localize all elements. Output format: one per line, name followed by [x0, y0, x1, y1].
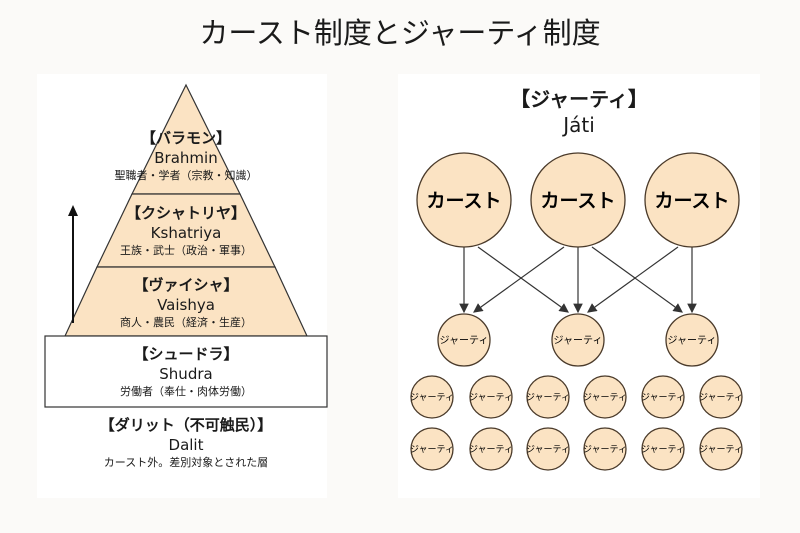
jati-node-small-1-2-label: ジャーティ — [469, 392, 513, 403]
jati-node-mid-1-label: ジャーティ — [440, 336, 489, 347]
tier-brahmin-jp: 【バラモン】 — [140, 129, 231, 147]
caste-node-2: カースト — [530, 152, 626, 248]
jati-node-small-2-5: ジャーティ — [641, 427, 685, 471]
jati-node-mid-1: ジャーティ — [437, 313, 491, 367]
jati-title-jp: 【ジャーティ】 — [510, 87, 648, 111]
jati-node-mid-2-circle — [551, 313, 605, 367]
jati-node-mid-3-circle — [665, 313, 719, 367]
pyramid-tier-shudra-shape — [44, 335, 328, 408]
jati-title: 【ジャーティ】 Játi — [398, 86, 760, 138]
jati-node-small-2-1: ジャーティ — [410, 427, 454, 471]
jati-node-small-1-1-circle — [410, 375, 454, 419]
jati-node-small-1-1: ジャーティ — [410, 375, 454, 419]
tier-vaishya: 【ヴァイシャ】 Vaishya 商人・農民（経済・生産） — [86, 275, 286, 331]
caste-to-jati-arrow-3 — [473, 246, 565, 313]
caste-node-2-circle — [530, 152, 626, 248]
jati-node-small-2-1-circle — [410, 427, 454, 471]
jati-diagram-panel — [398, 74, 760, 498]
jati-node-small-1-6-circle — [699, 375, 743, 419]
jati-node-small-1-4: ジャーティ — [583, 375, 627, 419]
tier-shudra: 【シュードラ】 Shudra 労働者（奉仕・肉体労働） — [86, 344, 286, 400]
jati-node-small-2-3-label: ジャーティ — [526, 444, 570, 455]
tier-shudra-jp: 【シュードラ】 — [133, 345, 239, 363]
jati-node-small-1-6: ジャーティ — [699, 375, 743, 419]
jati-node-small-1-5: ジャーティ — [641, 375, 685, 419]
page-title: カースト制度とジャーティ制度 — [199, 16, 601, 50]
jati-node-mid-2: ジャーティ — [551, 313, 605, 367]
tier-kshatriya-jp: 【クシャトリヤ】 — [125, 204, 246, 222]
jati-node-small-2-3: ジャーティ — [526, 427, 570, 471]
jati-node-small-2-4: ジャーティ — [583, 427, 627, 471]
jati-node-small-2-4-circle — [583, 427, 627, 471]
jati-node-small-2-3-circle — [526, 427, 570, 471]
tier-kshatriya: 【クシャトリヤ】 Kshatriya 王族・武士（政治・軍事） — [86, 203, 286, 259]
caste-node-1-label: カースト — [426, 190, 501, 212]
jati-node-small-2-2-circle — [469, 427, 513, 471]
caste-to-jati-arrow-2 — [477, 246, 569, 313]
caste-node-3-circle — [644, 152, 740, 248]
tier-kshatriya-en: Kshatriya — [150, 224, 222, 242]
jati-node-small-1-5-label: ジャーティ — [641, 392, 685, 403]
jati-node-mid-3-label: ジャーティ — [668, 336, 717, 347]
jati-node-small-2-1-label: ジャーティ — [410, 444, 454, 455]
tier-shudra-desc: 労働者（奉仕・肉体労働） — [120, 385, 252, 398]
jati-node-small-1-6-label: ジャーティ — [699, 392, 743, 403]
jati-node-small-1-2-circle — [469, 375, 513, 419]
jati-node-small-1-3-circle — [526, 375, 570, 419]
jati-node-small-1-5-circle — [641, 375, 685, 419]
caste-to-jati-arrow-5 — [591, 246, 683, 313]
jati-node-small-2-6-circle — [699, 427, 743, 471]
jati-node-small-2-4-label: ジャーティ — [583, 444, 627, 455]
caste-node-1: カースト — [416, 152, 512, 248]
jati-node-small-1-4-circle — [583, 375, 627, 419]
tier-brahmin: 【バラモン】 Brahmin 聖職者・学者（宗教・知識） — [86, 128, 286, 184]
caste-node-1-circle — [416, 152, 512, 248]
tier-dalit-jp: 【ダリット（不可触民）】 — [99, 416, 273, 434]
tier-vaishya-desc: 商人・農民（経済・生産） — [120, 316, 252, 329]
tier-dalit-en: Dalit — [168, 436, 204, 454]
jati-node-small-1-3: ジャーティ — [526, 375, 570, 419]
jati-node-small-1-2: ジャーティ — [469, 375, 513, 419]
upward-arrow-head — [68, 205, 78, 216]
tier-kshatriya-desc: 王族・武士（政治・軍事） — [120, 244, 252, 257]
tier-dalit-desc: カースト外。差別対象とされた層 — [103, 456, 269, 469]
jati-node-small-2-6: ジャーティ — [699, 427, 743, 471]
tier-brahmin-desc: 聖職者・学者（宗教・知識） — [114, 169, 258, 182]
jati-node-small-2-5-label: ジャーティ — [641, 444, 685, 455]
tier-brahmin-en: Brahmin — [154, 149, 218, 167]
tier-vaishya-en: Vaishya — [157, 296, 215, 314]
tier-dalit: 【ダリット（不可触民）】 Dalit カースト外。差別対象とされた層 — [66, 415, 306, 471]
jati-node-small-2-5-circle — [641, 427, 685, 471]
jati-node-small-2-6-label: ジャーティ — [699, 444, 743, 455]
jati-node-small-2-2: ジャーティ — [469, 427, 513, 471]
jati-title-en: Játi — [563, 113, 595, 137]
jati-node-mid-3: ジャーティ — [665, 313, 719, 367]
jati-node-small-1-4-label: ジャーティ — [583, 392, 627, 403]
tier-vaishya-jp: 【ヴァイシャ】 — [133, 276, 239, 294]
caste-node-3-label: カースト — [654, 190, 729, 212]
jati-node-mid-1-circle — [437, 313, 491, 367]
jati-node-mid-2-label: ジャーティ — [554, 336, 603, 347]
tier-shudra-en: Shudra — [159, 365, 213, 383]
jati-node-small-1-1-label: ジャーティ — [410, 392, 454, 403]
caste-to-jati-arrow-6 — [587, 246, 679, 313]
jati-node-small-2-2-label: ジャーティ — [469, 444, 513, 455]
caste-node-3: カースト — [644, 152, 740, 248]
caste-node-2-label: カースト — [540, 190, 615, 212]
jati-node-small-1-3-label: ジャーティ — [526, 392, 570, 403]
